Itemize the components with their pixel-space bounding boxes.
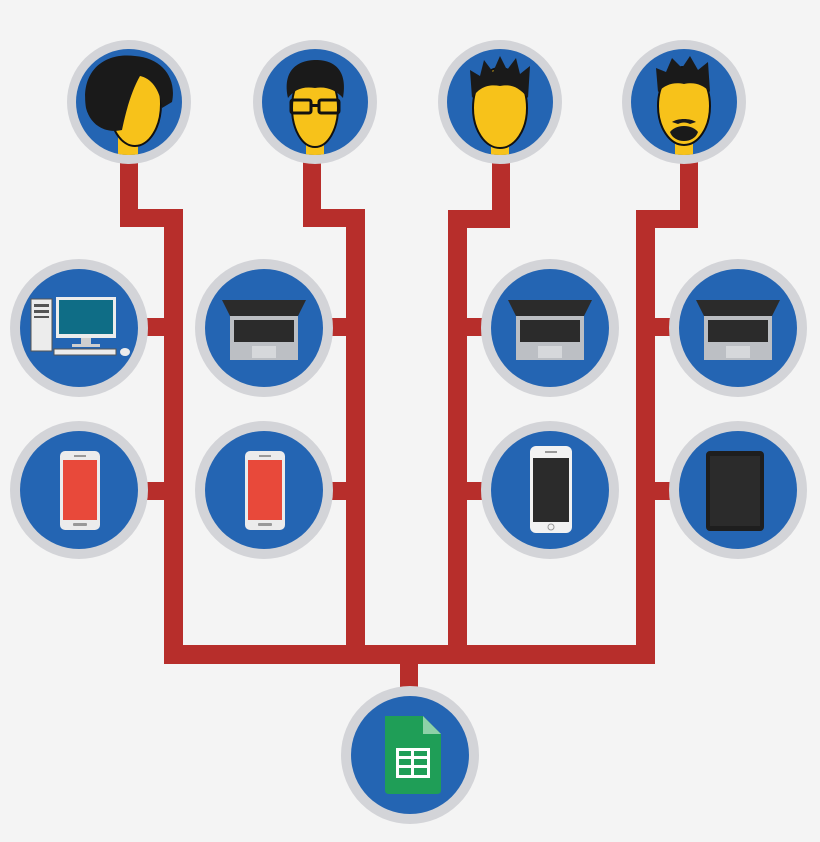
device-node-phone-1 — [10, 421, 148, 559]
desktop-computer-icon — [30, 297, 130, 356]
man-glasses-icon — [286, 60, 345, 155]
tablet-icon — [706, 451, 764, 531]
laptop-icon — [508, 300, 592, 360]
laptop-icon — [696, 300, 780, 360]
user-node-2 — [253, 40, 377, 164]
connector-lines — [120, 160, 698, 695]
device-node-desktop — [10, 259, 148, 397]
device-node-laptop-2 — [195, 259, 333, 397]
user-node-1 — [67, 40, 191, 164]
device-node-phone-2 — [195, 421, 333, 559]
man-spiky-hair-icon — [470, 56, 530, 155]
device-node-phone-3 — [481, 421, 619, 559]
device-node-laptop-4 — [669, 259, 807, 397]
android-phone-icon — [245, 451, 285, 530]
device-node-laptop-3 — [481, 259, 619, 397]
laptop-icon — [222, 300, 306, 360]
user-node-3 — [438, 40, 562, 164]
woman-long-hair-icon — [85, 55, 173, 155]
google-sheets-node — [341, 686, 479, 824]
device-node-tablet — [669, 421, 807, 559]
man-beard-icon — [656, 56, 711, 155]
iphone-icon — [530, 446, 572, 533]
user-node-4 — [622, 40, 746, 164]
android-phone-icon — [60, 451, 100, 530]
google-sheets-icon — [385, 716, 441, 794]
